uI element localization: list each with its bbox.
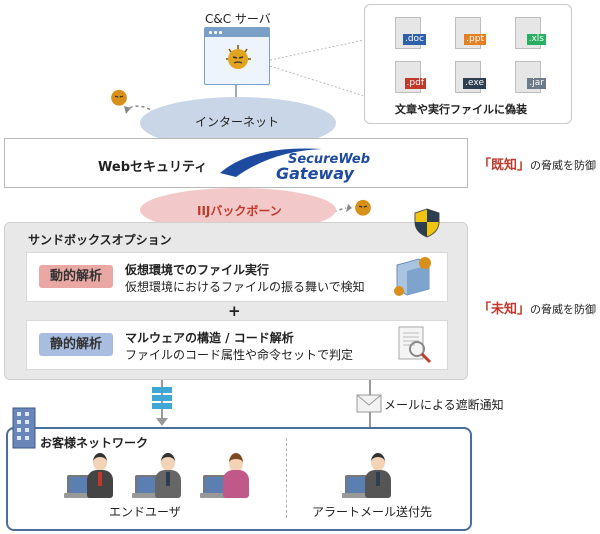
static-analysis-box: 静的解析 マルウェアの構造 / コード解析 ファイルのコード属性や命令セットで判… [26,320,448,370]
svg-text:SecureWeb: SecureWeb [288,152,370,167]
dynamic-analysis-line2: 仮想環境におけるファイルの振る舞いで検知 [125,280,365,294]
disguised-files-panel: .doc .ppt .xls .pdf .exe .jar [364,4,572,124]
file-icon: .jar [515,61,546,93]
shield-icon [414,208,440,238]
dynamic-analysis-box: 動的解析 仮想環境でのファイル実行 仮想環境におけるファイルの振る舞いで検知 [26,252,448,302]
static-analysis-line2: ファイルのコード属性や命令セットで判定 [125,348,354,362]
user-icon [154,453,182,499]
web-security-bar [4,138,468,188]
building-icon [12,407,36,449]
end-users-label: エンドユーザ [109,505,181,519]
virtual-machine-icon [394,257,431,296]
secure-web-gateway-logo: SecureWeb Gateway [220,148,370,183]
network-divider [286,438,287,518]
file-icon: .exe [455,61,486,93]
web-security-label: Webセキュリティ [98,160,208,175]
alert-recipient-label: アラートメール送付先 [312,505,433,519]
malware-icon [355,199,371,216]
file-icon: .xls [515,17,546,49]
magnifier-document-icon [398,326,432,364]
mail-notice-label: メールによる遮断通知 [384,398,504,412]
svg-text:Gateway: Gateway [276,164,355,183]
backbone-label: IIJバックボーン [197,204,282,218]
malware-icon [226,45,251,69]
internet-label: インターネット [195,115,280,129]
sandbox-title: サンドボックスオプション [28,233,172,247]
user-icon [86,453,114,499]
customer-network-title: お客様ネットワーク [40,436,149,450]
known-threat-note: 「既知」の脅威を防御 [478,158,597,173]
static-analysis-line1: マルウェアの構造 / コード解析 [125,331,294,345]
dynamic-analysis-badge: 動的解析 [39,265,113,288]
laptop-icon [342,475,372,499]
file-icon: .ppt [455,17,486,49]
dynamic-analysis-line1: 仮想環境でのファイル実行 [125,263,270,277]
mail-icon [356,394,382,413]
static-analysis-badge: 静的解析 [39,333,113,356]
file-icon: .pdf [395,61,426,93]
user-icon [222,453,250,499]
file-icon: .doc [395,17,426,49]
files-caption: 文章や実行ファイルに偽装 [395,103,527,116]
laptop-icon [200,475,230,499]
unknown-threat-note: 「未知」の脅威を防御 [478,302,597,317]
user-icon [364,453,392,499]
malware-icon [111,89,127,106]
cc-server-window [204,27,270,85]
filter-icon [152,387,172,409]
cc-server-label: C&C サーバ [205,12,271,26]
plus-sign: + [228,302,241,320]
